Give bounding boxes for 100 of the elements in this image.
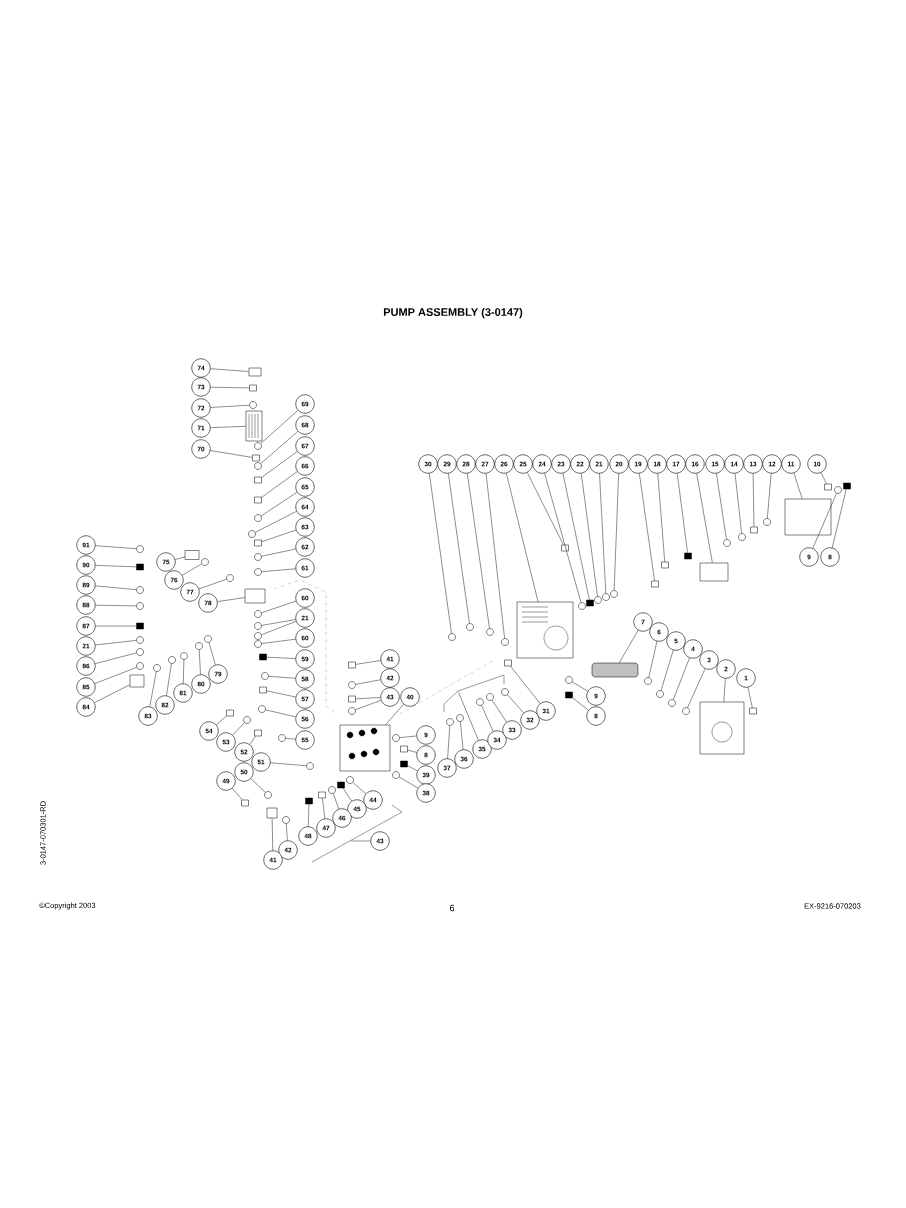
ring [254,610,262,618]
ring [565,676,573,684]
leader-line [599,473,607,594]
leader-line [232,788,243,800]
leader-line [832,489,847,548]
fitting [348,661,356,669]
leader-line [250,778,266,793]
fitting [254,476,262,484]
leader-line [208,642,216,666]
fitting [348,695,356,703]
leader-line [544,472,582,603]
leader-line [266,690,296,698]
leader-line [232,722,245,736]
fitting [184,550,200,560]
leader-line [619,630,639,663]
leader-line [198,579,227,590]
leader-line [285,738,296,740]
fitting [400,745,408,753]
ring [392,734,400,742]
fitting [651,580,659,588]
leader-line [350,840,371,842]
leader-line [639,473,655,581]
leader-line [793,472,803,499]
ring [448,633,456,641]
fitting [241,799,249,807]
ring [136,662,144,670]
ring [261,672,269,680]
ring [602,593,610,601]
ring [136,545,144,553]
fitting [318,791,326,799]
leader-line [217,597,245,602]
leader-line [95,604,137,607]
ring [348,681,356,689]
fitting [226,709,234,717]
leader-line [95,652,137,664]
leader-line [734,473,742,534]
leader-line [812,493,837,549]
leader-line [355,660,381,665]
cover-plate [784,498,832,536]
fitting [254,539,262,547]
leader-line [249,736,256,745]
fitting [259,653,267,661]
leader-line [149,671,157,707]
ring [201,558,209,566]
leader-line [266,656,296,659]
leader-line [210,426,246,428]
fitting [266,807,278,819]
leader-line [95,585,137,590]
leader-line [747,687,753,708]
ring [834,486,842,494]
ring [306,762,314,770]
leader-line [506,473,539,602]
ring [254,640,262,648]
leader-line [271,818,274,851]
ring [204,635,212,643]
leader-line [448,473,470,624]
manifold [339,724,391,772]
fitting [661,561,669,569]
leader-line [94,667,137,684]
leader-line [183,659,185,684]
ring [723,539,731,547]
fitting [565,691,573,699]
ring [258,705,266,713]
ring [136,648,144,656]
ring [254,622,262,630]
leader-line [95,640,137,646]
leader-line [581,473,598,597]
leader-line [268,676,296,679]
leader-line [572,697,589,711]
flange [699,701,745,755]
fitting [561,544,569,552]
fitting [400,760,408,768]
ring [254,553,262,561]
leader-line [260,492,298,517]
fitting [254,496,262,504]
leader-line [175,556,185,560]
ring [594,596,602,604]
leader-line [261,600,297,614]
leader-line [342,788,352,802]
leader-line [399,735,417,738]
ring [153,664,161,672]
leader-line [562,473,590,600]
leader-line [527,472,564,545]
leader-line [308,804,310,827]
leader-line [210,405,250,408]
bracket [311,804,403,863]
leader-line [385,703,404,725]
ring [738,533,746,541]
ring [392,771,400,779]
leader-line [286,823,288,841]
leader-line [752,473,755,527]
leader-line [270,762,307,766]
ring [610,590,618,598]
ring [348,707,356,715]
leader-line [210,368,249,372]
leader-line [261,529,297,542]
leader-line [210,450,253,458]
leader-line [355,679,381,685]
ring [668,699,676,707]
ring [346,776,354,784]
